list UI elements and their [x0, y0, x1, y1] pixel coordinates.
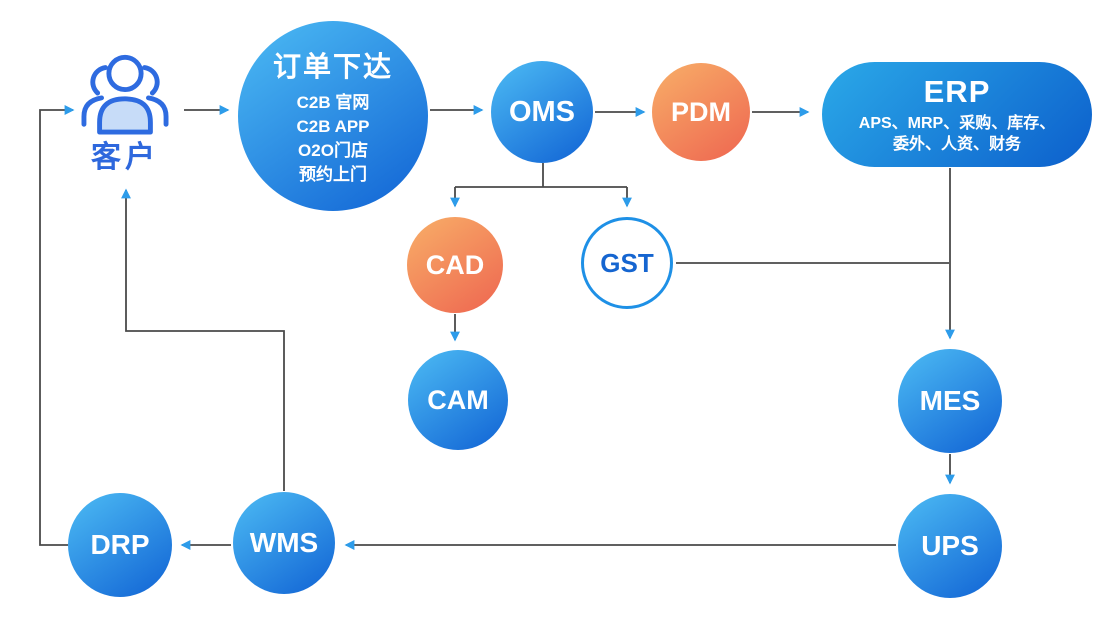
center-person-body-icon	[97, 96, 153, 135]
node-erp: ERP APS、MRP、采购、库存、 委外、人资、财务	[822, 62, 1092, 167]
node-drp: DRP	[68, 493, 172, 597]
order-channel-c2b-web: C2B 官网	[296, 93, 370, 112]
node-order-placement: 订单下达 C2B 官网 C2B APP O2O门店 预约上门	[238, 21, 428, 211]
left-person-head-icon	[90, 65, 108, 96]
order-title: 订单下达	[272, 51, 393, 82]
node-pdm: PDM	[652, 63, 750, 161]
node-ups: UPS	[898, 494, 1002, 598]
left-person-shoulder-icon	[81, 95, 104, 127]
center-person-head-icon	[106, 54, 144, 93]
node-wms: WMS	[233, 492, 335, 594]
node-cad: CAD	[407, 217, 503, 313]
order-channel-o2o-store: O2O门店	[298, 141, 368, 160]
order-channel-appointment: 预约上门	[299, 165, 367, 184]
edge-wms-to-customer	[121, 188, 285, 491]
right-person-head-icon	[142, 65, 160, 96]
order-channel-c2b-app: C2B APP	[296, 117, 370, 136]
erp-subsystems-line1: APS、MRP、采购、库存、	[858, 115, 1056, 132]
customer-group-icon	[81, 54, 169, 135]
node-gst: GST	[581, 217, 673, 309]
customer-label: 客户	[91, 141, 159, 174]
node-oms: OMS	[491, 61, 593, 163]
node-mes: MES	[898, 349, 1002, 453]
erp-title: ERP	[923, 74, 991, 109]
node-cam: CAM	[408, 350, 508, 450]
erp-subsystems-line2: 委外、人资、财务	[892, 136, 1021, 153]
right-person-shoulder-icon	[146, 95, 169, 127]
